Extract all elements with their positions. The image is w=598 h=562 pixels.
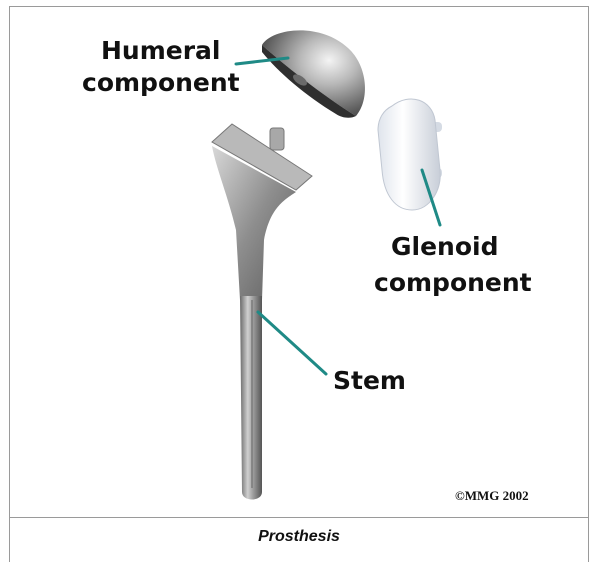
stem-leader-line bbox=[258, 312, 326, 374]
glenoid-label-line1: Glenoid bbox=[391, 232, 498, 262]
figure-caption: Prosthesis bbox=[0, 528, 598, 546]
humeral-label-line2: component bbox=[82, 68, 240, 98]
glenoid-label-line2: component bbox=[374, 268, 532, 298]
humeral-label-line1: Humeral bbox=[101, 36, 221, 66]
stem-component bbox=[212, 124, 312, 500]
copyright-notice: ©MMG 2002 bbox=[455, 488, 529, 504]
glenoid-component bbox=[378, 99, 442, 210]
humeral-component bbox=[262, 30, 365, 117]
stem-label: Stem bbox=[333, 366, 406, 396]
